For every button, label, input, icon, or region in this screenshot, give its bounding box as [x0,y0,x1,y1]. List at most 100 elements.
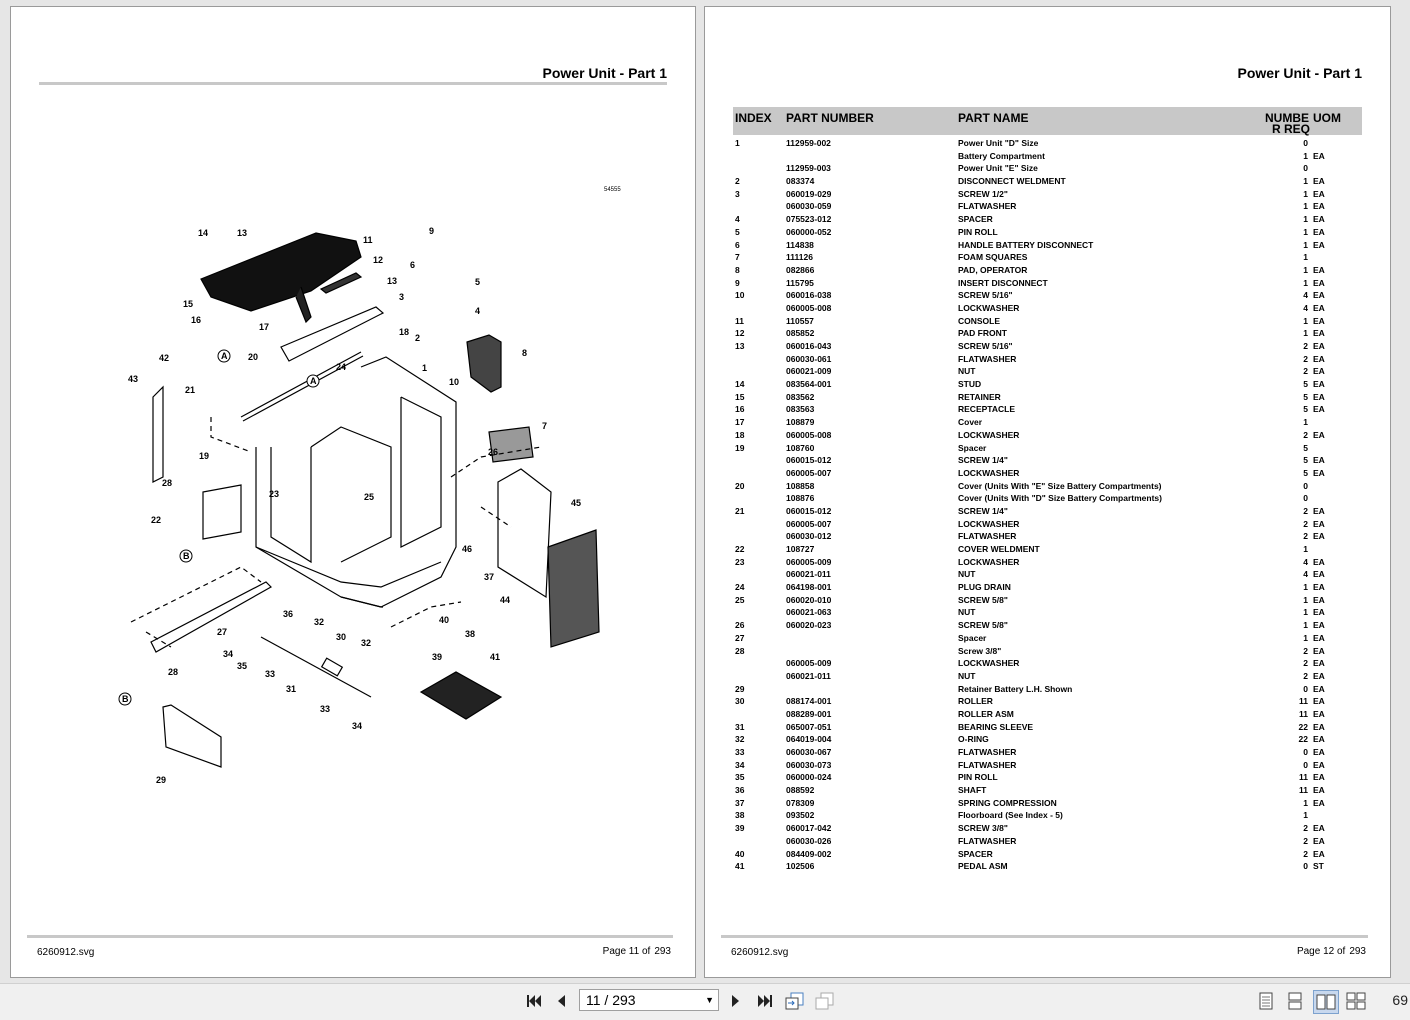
row-part-name: ROLLER [958,696,993,707]
callout-label: 42 [159,353,169,363]
callout-label: 35 [237,661,247,671]
row-part-name: Power Unit "D" Size [958,138,1039,148]
row-uom: EA [1313,455,1325,466]
diagram-code: 54555 [604,187,621,193]
row-part-number: 084409-002 [786,848,832,859]
row-uom: EA [1313,188,1325,199]
row-index: 30 [735,696,745,707]
row-index: 36 [735,785,745,796]
row-part-number: 060030-012 [786,531,832,542]
row-number-req: 11 [1299,708,1308,719]
callout-label: 10 [449,377,459,387]
row-index: 31 [735,721,745,732]
row-part-name: SHAFT [958,785,987,796]
row-index: 11 [735,315,744,326]
view-marker: A [217,349,231,363]
row-uom: EA [1313,747,1325,757]
row-part-number: 060005-009 [786,556,832,567]
next-page-button[interactable] [728,990,744,1012]
go-forward-view-button[interactable] [814,990,836,1012]
row-uom: EA [1313,353,1325,364]
row-part-name: FLATWASHER [958,835,1017,846]
row-uom: EA [1313,290,1325,301]
row-number-req: 0 [1303,138,1308,148]
callout-label: 28 [162,478,172,488]
row-number-req: 2 [1303,531,1308,542]
row-part-number: 111126 [786,252,813,263]
view-marker: B [118,692,132,706]
row-part-name: Floorboard (See Index - 5) [958,810,1063,821]
row-number-req: 0 [1303,759,1308,770]
row-number-req: 1 [1303,315,1308,326]
parts-table: INDEX PART NUMBER PART NAME NUMBE R REQ … [733,107,1362,873]
row-index: 1 [735,138,740,148]
row-number-req: 1 [1303,176,1308,187]
callout-label: 44 [500,595,510,605]
callout-label: 32 [361,638,371,648]
row-number-req: 1 [1303,328,1308,339]
console-shape [200,232,362,312]
row-uom: EA [1313,366,1325,377]
row-number-req: 1 [1303,607,1308,618]
zoom-level[interactable]: 69 [1392,992,1408,1008]
previous-page-button[interactable] [553,990,569,1012]
continuous-facing-view-button[interactable] [1345,990,1367,1012]
facing-pages-view-button[interactable] [1313,990,1339,1014]
row-part-name: Cover (Units With "E" Size Battery Compa… [958,480,1162,491]
continuous-view-button[interactable] [1285,990,1305,1012]
row-uom: EA [1313,150,1325,161]
header-number-req-1: NUMBE [1265,111,1309,125]
callout-label: 14 [198,228,208,238]
row-index: 32 [735,734,745,745]
row-part-number: 060021-011 [786,569,831,580]
view-marker: A [306,374,320,388]
parts-table-header: INDEX PART NUMBER PART NAME NUMBE R REQ … [733,107,1362,136]
row-index: 14 [735,379,745,390]
callout-label: 16 [191,315,201,325]
row-part-name: PEDAL ASM [958,861,1008,872]
row-part-name: SCREW 5/16" [958,341,1013,351]
go-back-view-button[interactable] [784,990,806,1012]
row-uom: EA [1313,328,1325,339]
header-part-number: PART NUMBER [786,111,874,125]
row-number-req: 2 [1303,835,1308,846]
row-index: 26 [735,620,745,631]
next-page-icon [732,995,739,1007]
row-number-req: 1 [1303,252,1308,263]
row-number-req: 4 [1303,290,1308,301]
row-uom: EA [1313,277,1325,288]
row-uom: EA [1313,302,1325,313]
row-uom: EA [1313,467,1325,478]
page-number-value: 11 / 293 [586,992,636,1008]
row-index: 6 [735,239,740,250]
last-page-button[interactable] [755,990,775,1012]
row-number-req: 0 [1303,163,1308,174]
last-page-icon [758,995,772,1007]
row-uom: EA [1313,823,1325,834]
row-part-name: LOCKWASHER [958,302,1020,313]
chevron-down-icon[interactable]: ▼ [705,995,714,1005]
row-number-req: 1 [1303,797,1308,808]
row-index: 34 [735,759,745,770]
single-page-view-button[interactable] [1256,990,1276,1012]
row-number-req: 1 [1303,594,1308,605]
callout-label: 39 [432,652,442,662]
page-number-input[interactable]: 11 / 293 ▼ [579,989,719,1011]
first-page-button[interactable] [524,990,544,1012]
callout-label: 26 [488,447,498,457]
row-part-name: NUT [958,366,976,377]
row-number-req: 4 [1303,302,1308,313]
